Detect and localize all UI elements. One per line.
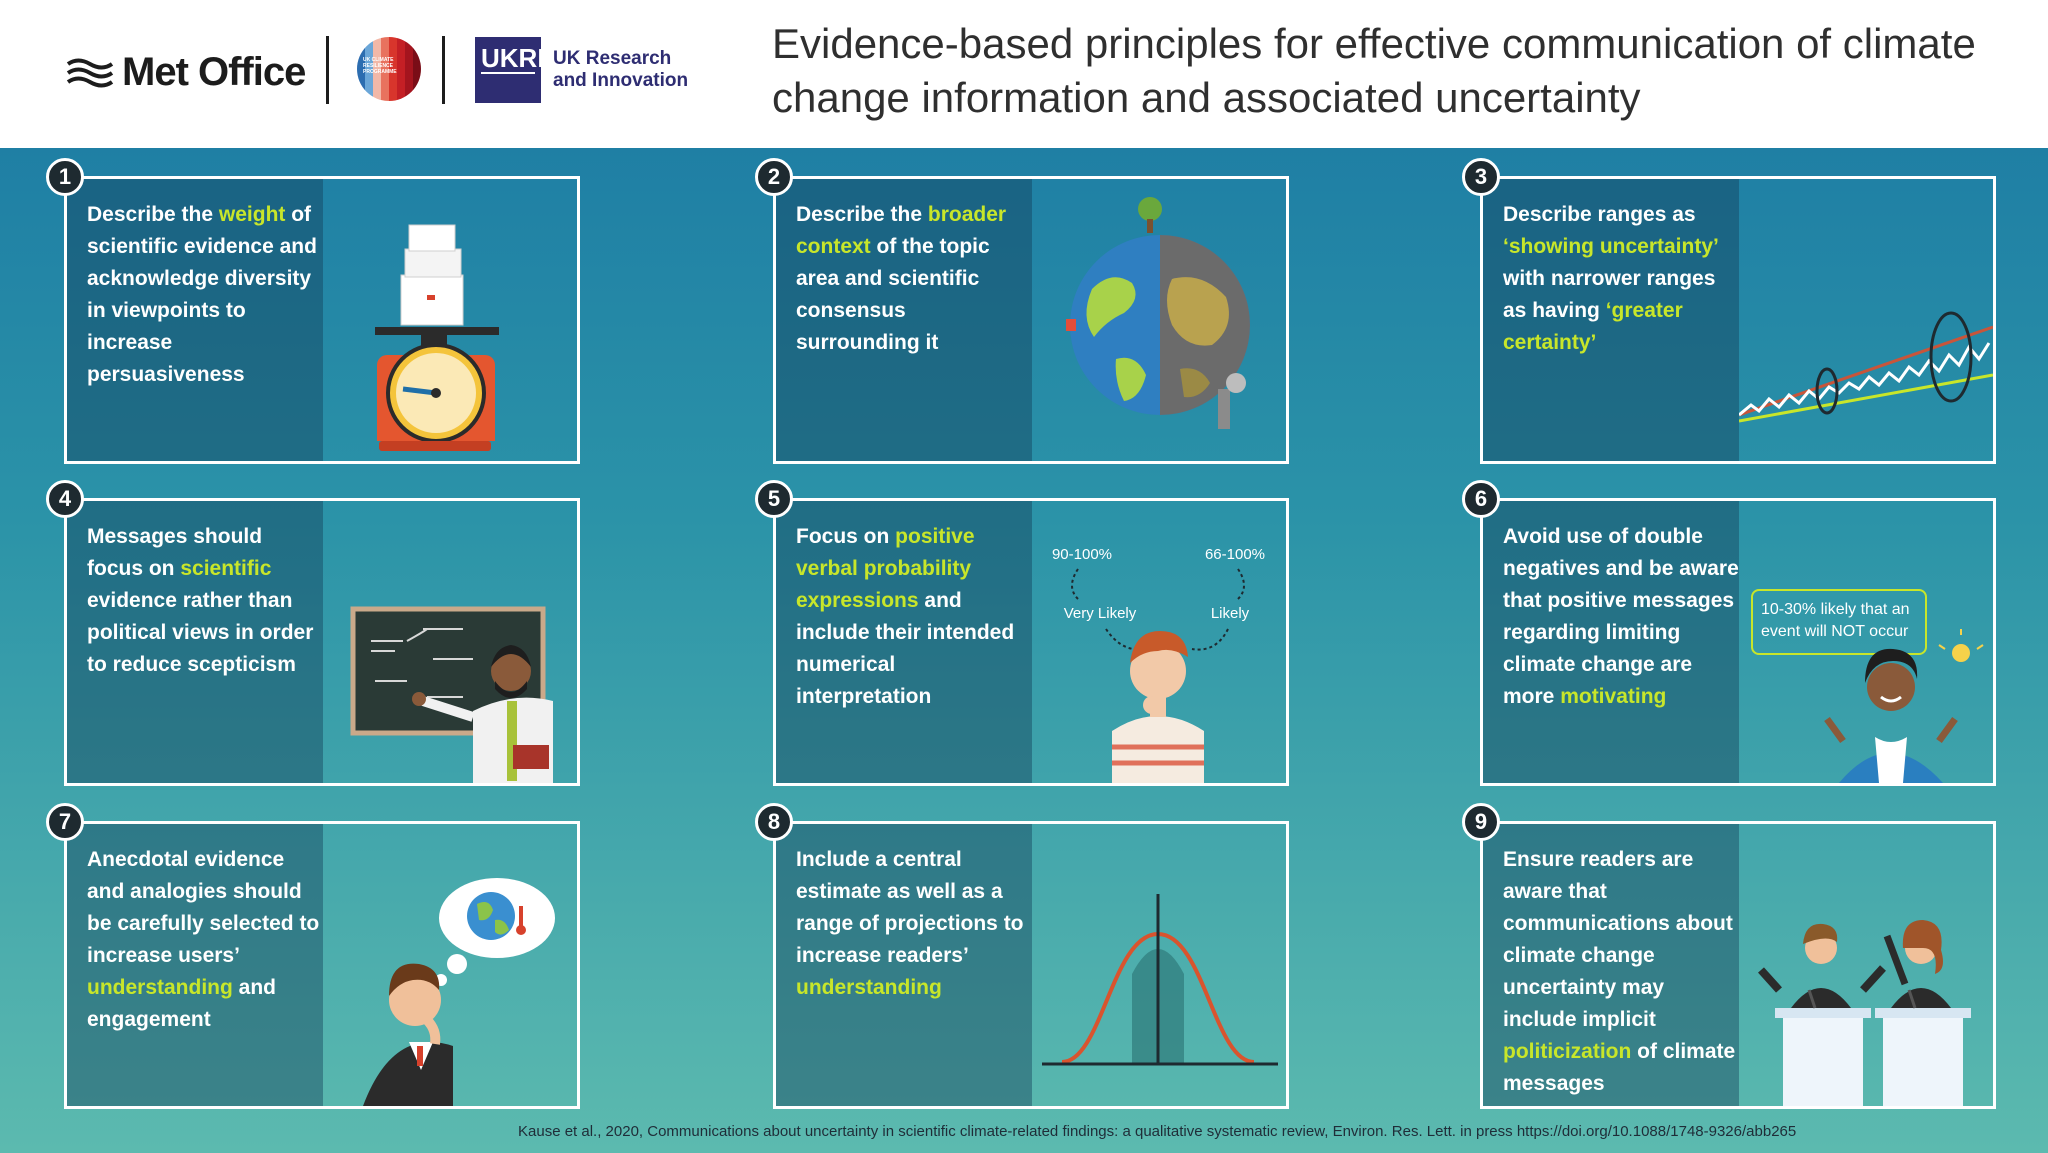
text-segment: and engagement bbox=[87, 976, 277, 1031]
principle-text-panel: Describe the broader context of the topi… bbox=[776, 179, 1032, 461]
step-number-badge: 8 bbox=[755, 803, 793, 841]
highlight-text: understanding bbox=[87, 976, 233, 999]
highlight-text: ‘showing uncertainty’ bbox=[1503, 235, 1718, 258]
principle-text: Avoid use of double negatives and be awa… bbox=[1503, 521, 1739, 713]
met-office-logo-text: Met Office bbox=[122, 50, 306, 94]
principle-text-panel: Avoid use of double negatives and be awa… bbox=[1483, 501, 1739, 783]
citation: Kause et al., 2020, Communications about… bbox=[518, 1123, 1797, 1140]
text-segment: Messages should focus on bbox=[87, 525, 263, 580]
step-number-badge: 4 bbox=[46, 480, 84, 518]
page-title: Evidence-based principles for effective … bbox=[772, 20, 1976, 121]
highlight-text: weight bbox=[218, 203, 286, 226]
step-number-badge: 1 bbox=[46, 158, 84, 196]
ukri-name-line1: UK Research bbox=[553, 48, 672, 69]
probability-range-right: 66-100% bbox=[1205, 546, 1265, 563]
principle-text: Messages should focus on scientific evid… bbox=[87, 521, 323, 681]
principle-text-panel: Focus on positive verbal probability exp… bbox=[776, 501, 1032, 783]
principle-card-7: Anecdotal evidence and analogies should … bbox=[64, 821, 580, 1109]
debate-podium-icon bbox=[1739, 824, 1993, 1106]
step-number-badge: 6 bbox=[1462, 480, 1500, 518]
uk-climate-resilience-logo: UK CLIMATE RESILIENCE PROGRAMME bbox=[357, 37, 421, 101]
text-segment: of climate messages bbox=[1503, 1040, 1736, 1095]
principle-card-9: Ensure readers are aware that communicat… bbox=[1480, 821, 1996, 1109]
highlight-text: ‘greater certainty’ bbox=[1503, 299, 1683, 354]
met-office-logo: Met Office bbox=[66, 50, 306, 95]
principle-text-panel: Anecdotal evidence and analogies should … bbox=[67, 824, 323, 1106]
principle-card-4: Messages should focus on scientific evid… bbox=[64, 498, 580, 786]
principle-text: Describe ranges as ‘showing uncertainty’… bbox=[1503, 199, 1739, 359]
text-segment: with narrower ranges as having bbox=[1503, 267, 1716, 322]
met-office-waves-icon bbox=[66, 58, 114, 87]
speech-bubble-icon: 10-30% likely that an event will NOT occ… bbox=[1739, 501, 1993, 783]
probability-range-left: 90-100% bbox=[1052, 546, 1112, 563]
climate-stripes-circle-icon bbox=[357, 37, 421, 101]
weighing-scale-icon bbox=[323, 179, 577, 461]
ukri-name-line2: and Innovation bbox=[553, 70, 689, 91]
step-number-badge: 3 bbox=[1462, 158, 1500, 196]
globe-icon bbox=[1032, 179, 1286, 461]
ukri-logo: UKRI bbox=[475, 37, 545, 103]
probability-term-right: Likely bbox=[1211, 605, 1250, 622]
bell-curve-icon bbox=[1032, 824, 1286, 1106]
highlight-text: positive verbal probability expressions bbox=[796, 525, 975, 612]
principle-card-1: Describe the weight of scientific eviden… bbox=[64, 176, 580, 464]
highlight-text: broader context bbox=[796, 203, 1007, 258]
ukri-mark-text: UKRI bbox=[481, 43, 541, 73]
ukri-name: UK Research and Innovation bbox=[553, 48, 688, 92]
principle-text: Include a central estimate as well as a … bbox=[796, 844, 1032, 1004]
principle-card-2: Describe the broader context of the topi… bbox=[773, 176, 1289, 464]
principle-text: Ensure readers are aware that communicat… bbox=[1503, 844, 1739, 1100]
text-segment: Describe ranges as bbox=[1503, 203, 1696, 226]
principle-card-3: Describe ranges as ‘showing uncertainty’… bbox=[1480, 176, 1996, 464]
text-segment: Anecdotal evidence and analogies should … bbox=[87, 848, 320, 967]
text-segment: Describe the bbox=[87, 203, 219, 226]
ukri-mark-icon: UKRI bbox=[481, 43, 545, 74]
scientist-icon bbox=[323, 501, 577, 783]
principle-card-8: Include a central estimate as well as a … bbox=[773, 821, 1289, 1109]
text-segment: Focus on bbox=[796, 525, 896, 548]
text-segment: evidence rather than political views in … bbox=[87, 589, 314, 676]
principle-text: Describe the broader context of the topi… bbox=[796, 199, 1032, 359]
step-number-badge: 9 bbox=[1462, 803, 1500, 841]
step-number-badge: 5 bbox=[755, 480, 793, 518]
text-segment: of scientific evidence and acknowledge d… bbox=[87, 203, 317, 386]
probability-term-left: Very Likely bbox=[1064, 605, 1137, 622]
principle-text-panel: Messages should focus on scientific evid… bbox=[67, 501, 323, 783]
principle-text: Anecdotal evidence and analogies should … bbox=[87, 844, 323, 1036]
principle-text: Describe the weight of scientific eviden… bbox=[87, 199, 323, 391]
highlight-text: politicization bbox=[1503, 1040, 1632, 1063]
step-number-badge: 7 bbox=[46, 803, 84, 841]
ukcr-logo-text: UK CLIMATE RESILIENCE PROGRAMME bbox=[363, 57, 397, 75]
highlight-text: motivating bbox=[1560, 685, 1667, 708]
thinking-person-icon: 90-100% 66-100% Very Likely Likely bbox=[1032, 501, 1286, 783]
logo-divider bbox=[326, 36, 329, 104]
highlight-text: scientific bbox=[180, 557, 272, 580]
text-segment: Describe the bbox=[796, 203, 928, 226]
text-segment: Avoid use of double negatives and be awa… bbox=[1503, 525, 1739, 708]
principle-text-panel: Describe ranges as ‘showing uncertainty’… bbox=[1483, 179, 1739, 461]
range-graph-icon bbox=[1738, 179, 1993, 461]
principle-card-5: Focus on positive verbal probability exp… bbox=[773, 498, 1289, 786]
speech-bubble: 10-30% likely that an event will NOT occ… bbox=[1751, 589, 1927, 655]
pondering-man-icon bbox=[323, 824, 577, 1106]
text-segment: Include a central estimate as well as a … bbox=[796, 848, 1024, 967]
step-number-badge: 2 bbox=[755, 158, 793, 196]
principle-text-panel: Ensure readers are aware that communicat… bbox=[1483, 824, 1739, 1106]
principle-card-6: Avoid use of double negatives and be awa… bbox=[1480, 498, 1996, 786]
text-segment: and include their intended numerical int… bbox=[796, 589, 1015, 708]
header: Met Office UK CLIMATE RESILIENCE PROGRAM… bbox=[0, 0, 2048, 148]
principle-text: Focus on positive verbal probability exp… bbox=[796, 521, 1032, 713]
principle-text-panel: Include a central estimate as well as a … bbox=[776, 824, 1032, 1106]
principle-text-panel: Describe the weight of scientific eviden… bbox=[67, 179, 323, 461]
highlight-text: understanding bbox=[796, 976, 942, 999]
text-segment: Ensure readers are aware that communicat… bbox=[1503, 848, 1733, 1031]
text-segment: of the topic area and scientific consens… bbox=[796, 235, 990, 354]
logo-divider bbox=[442, 36, 445, 104]
